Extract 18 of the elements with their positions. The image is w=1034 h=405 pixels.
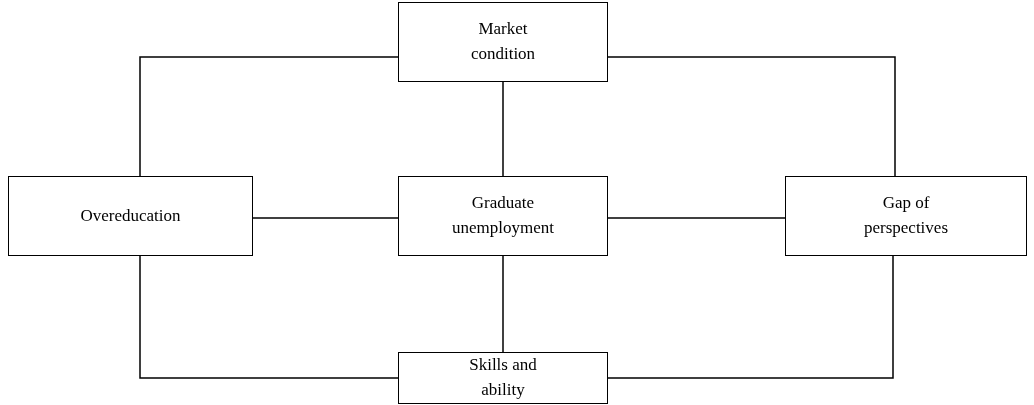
connector-line xyxy=(139,56,399,177)
connector-line xyxy=(502,81,504,177)
concept-box xyxy=(785,176,1027,256)
box-label: Gap of perspectives xyxy=(863,192,949,239)
connector-line xyxy=(252,217,399,219)
box-label: Graduate unemployment xyxy=(451,192,555,239)
connector-line xyxy=(139,255,399,379)
concept-box xyxy=(8,176,253,256)
box-label: Overeducation xyxy=(80,204,181,227)
connector-line xyxy=(502,255,504,353)
connector-line xyxy=(607,217,786,219)
concept-box xyxy=(398,176,608,256)
connector-line xyxy=(607,56,896,177)
connector-line xyxy=(607,255,894,379)
concept-box xyxy=(398,2,608,82)
box-label: Market condition xyxy=(469,18,537,65)
box-label: Skills and ability xyxy=(468,354,538,401)
concept-box xyxy=(398,352,608,404)
